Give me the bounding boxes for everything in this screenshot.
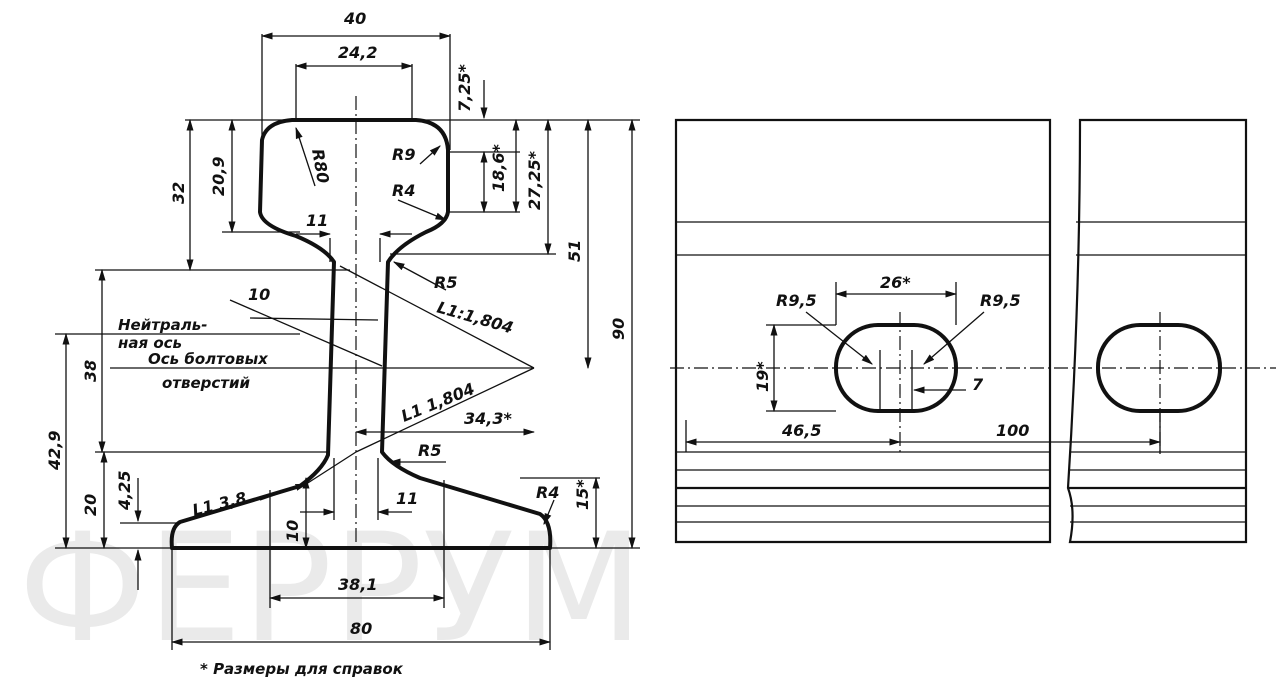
side-view — [670, 118, 1276, 544]
rail-profile — [169, 96, 553, 550]
dim-51: 51 — [565, 240, 584, 262]
radius-r4-foot: R4 — [536, 483, 559, 502]
radius-r9: R9 — [392, 145, 415, 164]
dim-34-3: 34,3* — [464, 409, 512, 428]
dim-24-2: 24,2 — [338, 43, 377, 62]
dim-100: 100 — [996, 421, 1029, 440]
footnote: * Размеры для справок — [200, 660, 404, 678]
dim-32: 32 — [169, 182, 188, 204]
dim-20: 20 — [81, 494, 100, 516]
radius-r4-head: R4 — [392, 181, 415, 200]
dim-7: 7 — [972, 375, 984, 394]
side-dimension-lines — [684, 290, 1162, 446]
radius-r9-5-left: R9,5 — [776, 291, 817, 310]
neutral-axis-label-2: ная ось — [118, 334, 182, 352]
dim-11-top: 11 — [306, 211, 328, 230]
dim-7-25: 7,25* — [455, 64, 474, 112]
dim-38-1: 38,1 — [338, 575, 377, 594]
dim-46-5: 46,5 — [781, 421, 821, 440]
radius-r9-5-right: R9,5 — [980, 291, 1021, 310]
dim-27-25: 27,25* — [525, 150, 544, 210]
bolt-axis-label-2: отверстий — [162, 374, 250, 392]
dim-10-web: 10 — [248, 285, 270, 304]
dimension-lines — [62, 32, 636, 646]
dim-20-9: 20,9 — [209, 157, 228, 196]
neutral-axis-label-1: Нейтраль- — [118, 316, 208, 334]
watermark: ФЕРРУМ — [18, 502, 644, 676]
side-dimension-labels: 26* R9,5 R9,5 19* 7 46,5 100 — [753, 273, 1029, 440]
bolt-hole-1 — [834, 323, 958, 413]
dim-42-9: 42,9 — [45, 431, 64, 471]
dim-4-25: 4,25 — [115, 471, 134, 511]
dim-26: 26* — [880, 273, 911, 292]
dim-38: 38 — [81, 360, 100, 382]
profile-dimension-labels: 40 24,2 7,25* 32 20,9 R80 R9 18,6* 27,25… — [45, 9, 628, 638]
side-view-right-piece — [1066, 118, 1248, 544]
axis-labels: Нейтраль- ная ось Ось болтовых отверстий — [118, 316, 269, 392]
dim-11-bot: 11 — [396, 489, 418, 508]
side-view-left-piece — [674, 118, 1052, 544]
radius-r5-bot: R5 — [418, 441, 441, 460]
dim-90: 90 — [609, 318, 628, 340]
dim-15: 15* — [573, 479, 592, 510]
bolt-axis-label-1: Ось болтовых — [148, 350, 269, 368]
dim-19: 19* — [753, 361, 772, 392]
radius-r5-top: R5 — [434, 273, 457, 292]
dim-18-6: 18,6* — [489, 144, 508, 192]
rail-profile-outline — [169, 118, 553, 550]
slope-top: L1:1,804 — [435, 298, 516, 338]
dim-10-foot: 10 — [283, 520, 302, 542]
radius-r80: R80 — [308, 147, 333, 184]
dim-40: 40 — [343, 9, 366, 28]
dim-80: 80 — [350, 619, 372, 638]
